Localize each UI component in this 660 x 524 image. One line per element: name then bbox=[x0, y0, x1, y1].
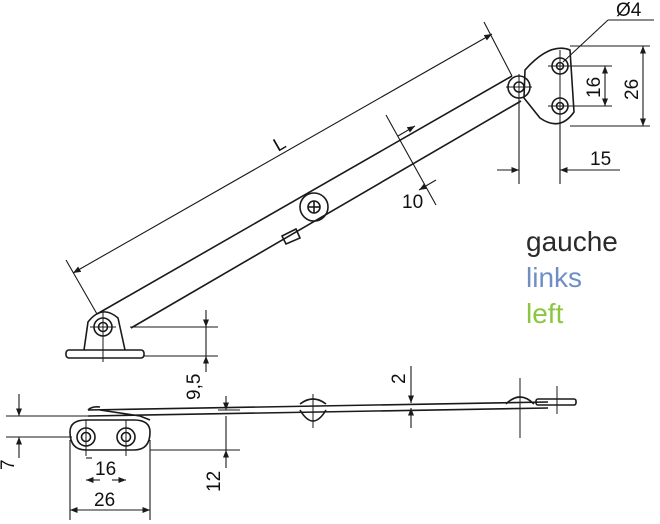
dim-15: 15 bbox=[590, 149, 611, 170]
dim-2: 2 bbox=[389, 373, 410, 384]
dim-7: 7 bbox=[0, 459, 19, 470]
dimension-lines-lower bbox=[6, 366, 415, 520]
top-mount-plate bbox=[507, 47, 575, 125]
dim-26-top: 26 bbox=[622, 79, 643, 100]
dim-16-bottom: 16 bbox=[95, 459, 116, 480]
centre-lines bbox=[90, 50, 575, 362]
side-view-stay bbox=[69, 396, 577, 451]
legend-german: links bbox=[526, 262, 583, 293]
dim-16-top: 16 bbox=[584, 77, 605, 98]
dim-9-5: 9,5 bbox=[184, 374, 205, 400]
side-centre-lines bbox=[85, 378, 558, 456]
dim-26-bottom: 26 bbox=[94, 490, 115, 511]
dim-12: 12 bbox=[204, 471, 225, 492]
bottom-mount-plate bbox=[65, 311, 145, 359]
stay-arm bbox=[96, 75, 522, 329]
dim-length-label: L bbox=[270, 133, 290, 156]
legend-english: left bbox=[526, 298, 564, 329]
dim-hole-diameter: Ø4 bbox=[616, 0, 642, 21]
dim-10: 10 bbox=[402, 192, 423, 213]
legend-french: gauche bbox=[526, 226, 618, 257]
side-legend: gauche links left bbox=[526, 224, 618, 332]
dimension-lines-upper bbox=[65, 19, 654, 372]
